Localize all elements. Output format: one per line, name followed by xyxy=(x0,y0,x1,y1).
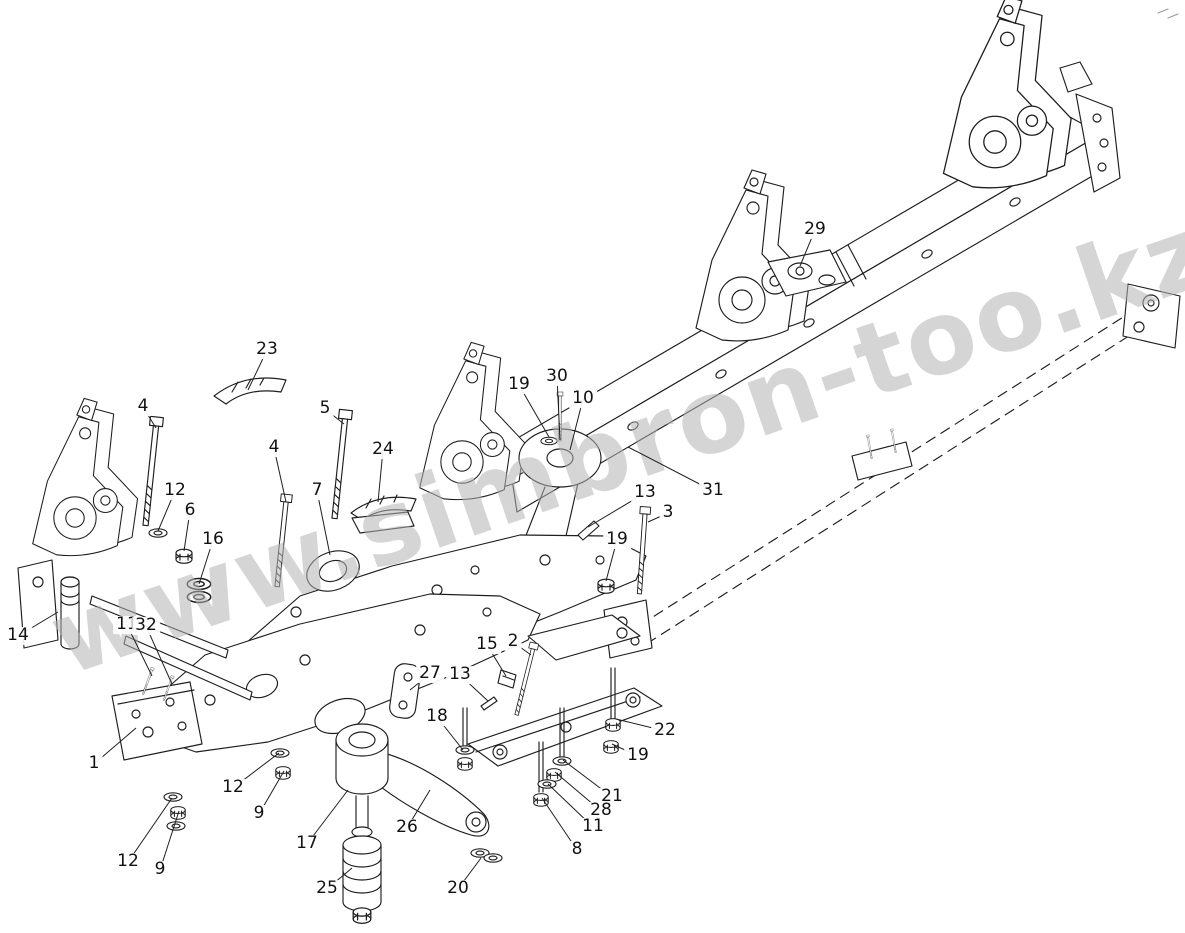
lower-link-bar xyxy=(462,667,663,793)
wedge-23 xyxy=(213,377,287,405)
corner-mark xyxy=(1157,8,1179,19)
hinge-pin-14 xyxy=(17,559,80,650)
arm-cup-17 xyxy=(335,723,389,795)
bolt-4-center xyxy=(271,493,293,588)
bolt-2 xyxy=(511,641,540,717)
leg-bracket-mid xyxy=(695,169,811,342)
wedge-24 xyxy=(350,494,417,534)
clamp-plate-29 xyxy=(767,249,847,297)
block-15 xyxy=(497,669,517,689)
bolt-5 xyxy=(327,408,353,520)
leg-bracket-center xyxy=(419,341,526,501)
leg-bracket-right xyxy=(942,0,1072,189)
key-13-lower xyxy=(480,696,498,711)
bolt-4-left xyxy=(138,415,164,527)
bolt-3 xyxy=(633,505,652,595)
bearing-stack-25 xyxy=(342,795,382,924)
leg-bracket-left xyxy=(32,397,139,557)
